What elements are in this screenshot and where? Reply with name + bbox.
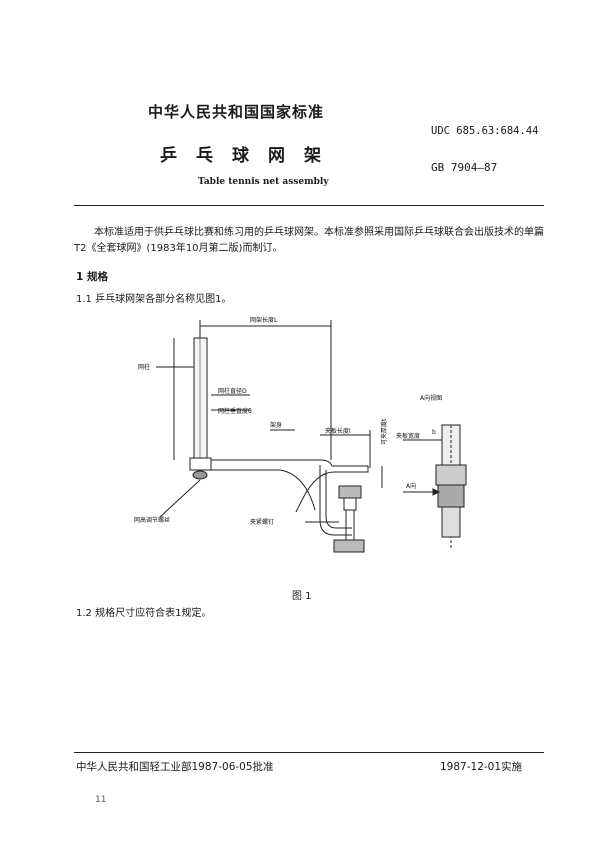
page-number: 11 [95, 795, 107, 805]
label-a-view: A向视图 [420, 394, 442, 402]
paragraph-1-2: 1.2 规格尺寸应符合表1规定。 [76, 608, 212, 619]
clamp-upper-shape [338, 485, 362, 499]
label-net-length: 网架长度L [250, 316, 278, 324]
paragraph-1-1: 1.1 乒乓球网架各部分名称见图1。 [76, 294, 232, 305]
gb-code: GB 7904—87 [431, 161, 498, 174]
implementation-date: 1987-12-01实施 [440, 761, 523, 773]
label-net-post: 网柱 [138, 363, 150, 371]
label-body: 架身 [270, 421, 282, 429]
post-base-shape [189, 457, 212, 471]
intro-paragraph: 本标准适用于供乒乓球比赛和练习用的乒乓球网架。本标准参照采用国际乒乓球联合会出版… [74, 227, 544, 254]
label-height-screw: 网高调节螺丝 [134, 516, 170, 524]
clamp-screw-shape [333, 539, 365, 553]
net-assembly-figure: 网架长度L 网柱 网柱直径D 网柱垂直度θ 架身 夹板长度l 可夹厚度t 网高调… [134, 316, 467, 553]
standard-org-header: 中华人民共和国国家标准 [148, 103, 325, 121]
figure-caption: 图 1 [292, 591, 312, 602]
label-b: b [432, 429, 436, 436]
approval-note: 中华人民共和国轻工业部1987-06-05批准 [76, 761, 274, 773]
label-post-diameter: 网柱直径D [218, 387, 247, 395]
section-heading-1: 1 规格 [76, 271, 108, 283]
udc-code: UDC 685.63:684.44 [431, 125, 539, 137]
height-knob-shape [192, 470, 208, 480]
label-clamp-thickness: 可夹厚度t [380, 418, 388, 445]
footer-divider [74, 752, 544, 753]
net-post-shape [193, 337, 208, 459]
english-subtitle: Table tennis net assembly [198, 177, 329, 187]
label-clamp-length: 夹板长度l [325, 427, 351, 435]
label-post-vertical: 网柱垂直度θ [218, 407, 252, 415]
label-clamp-width: 夹板宽度 [396, 432, 420, 440]
arm-shape [211, 459, 369, 513]
label-clamp-screw: 夹紧螺钉 [250, 518, 274, 526]
page-title: 乒乓球网架 [160, 146, 340, 166]
label-a-direction: A向 [406, 482, 416, 490]
header-divider [74, 205, 544, 206]
